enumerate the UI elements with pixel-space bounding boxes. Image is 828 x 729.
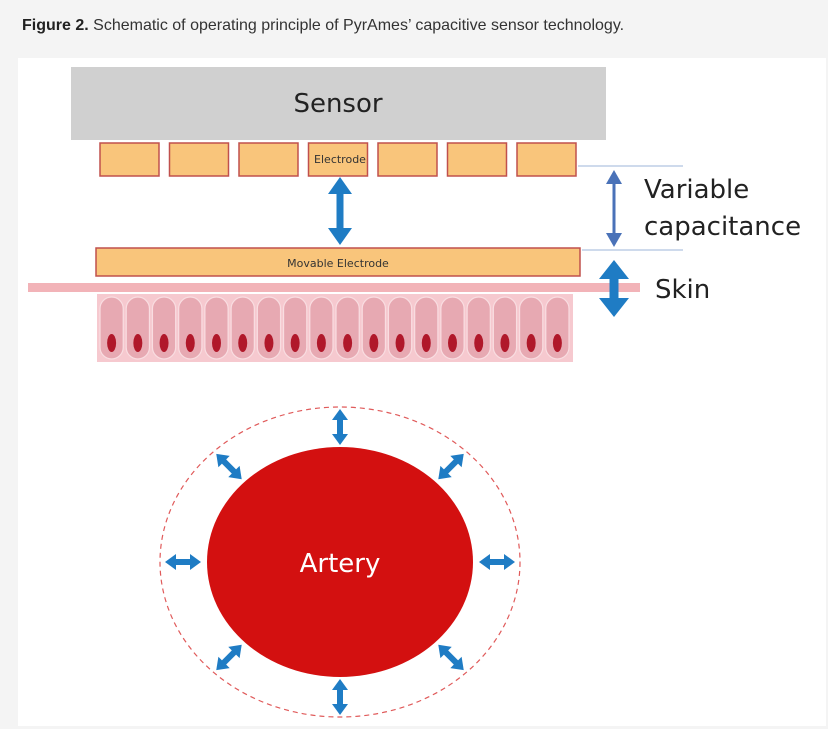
electrode-pad (307, 142, 369, 177)
cell-nucleus (343, 334, 353, 352)
cell-nucleus (474, 334, 484, 352)
skin-movement-arrow (599, 260, 629, 317)
variable-capacitance-label-line1: Variable (644, 175, 749, 205)
skin-cell (414, 296, 439, 360)
expansion-arrows (165, 409, 515, 715)
cell-nucleus (395, 334, 405, 352)
cell-nucleus (500, 334, 510, 352)
cell-nucleus (369, 334, 379, 352)
skin-cell (125, 296, 151, 360)
artery (207, 447, 473, 677)
cell-nucleus (238, 334, 248, 352)
electrode-pad (377, 142, 438, 177)
capacitance-arrow (606, 170, 622, 247)
skin-cell (309, 296, 334, 360)
expansion-arrow (165, 554, 201, 570)
skin-cell (230, 296, 255, 360)
expansion-arrow (438, 644, 464, 671)
electrode-pad (238, 142, 299, 177)
expansion-arrow (332, 679, 348, 715)
movable-electrode-label: Movable Electrode (287, 257, 389, 270)
expansion-arrow (216, 453, 242, 480)
electrode-pad (516, 142, 577, 177)
skin-cell (204, 296, 229, 360)
skin-cell (387, 296, 413, 360)
skin-cell (518, 296, 544, 360)
electrode-pad (168, 142, 230, 177)
cell-nucleus (316, 334, 326, 352)
expansion-arrow (332, 409, 348, 445)
skin-line (28, 283, 640, 292)
skin-cell (282, 296, 308, 360)
artery-expansion-outline (159, 406, 521, 718)
electrode-pad (446, 142, 508, 177)
cell-nucleus (552, 334, 562, 352)
figure-caption: Figure 2. Schematic of operating princip… (22, 17, 624, 35)
cell-nucleus (421, 334, 431, 352)
skin-label: Skin (655, 275, 710, 305)
skin-cell (440, 296, 465, 360)
sensor-label: Sensor (293, 89, 382, 119)
cell-nucleus (448, 334, 457, 352)
electrode-label: Electrode (314, 153, 366, 166)
figure-label: Figure 2. (22, 17, 89, 34)
expansion-arrow (438, 453, 464, 480)
artery-label: Artery (300, 549, 381, 579)
skin-cell (178, 296, 203, 360)
skin-cell (151, 296, 177, 360)
skin-cell (256, 296, 282, 360)
electrode-gap-arrow (328, 177, 352, 245)
skin-cell (361, 296, 387, 360)
variable-capacitance-label-line2: capacitance (644, 212, 801, 242)
electrode-pad (99, 142, 160, 177)
cell-nucleus (107, 334, 117, 352)
tissue-cells (99, 296, 570, 360)
cell-nucleus (290, 334, 300, 352)
expansion-arrow (216, 644, 242, 671)
cell-nucleus (185, 334, 195, 352)
cell-nucleus (159, 334, 169, 352)
electrode-row (99, 142, 577, 177)
skin-cell (335, 296, 360, 360)
cell-nucleus (526, 334, 536, 352)
cell-nucleus (133, 334, 143, 352)
skin-cell (492, 296, 518, 360)
movable-electrode (95, 247, 581, 277)
cell-nucleus (264, 334, 274, 352)
figure-caption-text: Schematic of operating principle of PyrA… (93, 17, 625, 34)
sensor-block (71, 67, 606, 140)
cell-nucleus (212, 334, 221, 352)
expansion-arrow (479, 554, 515, 570)
skin-cell (466, 296, 491, 360)
skin-cell (99, 296, 124, 360)
skin-cell (545, 296, 570, 360)
